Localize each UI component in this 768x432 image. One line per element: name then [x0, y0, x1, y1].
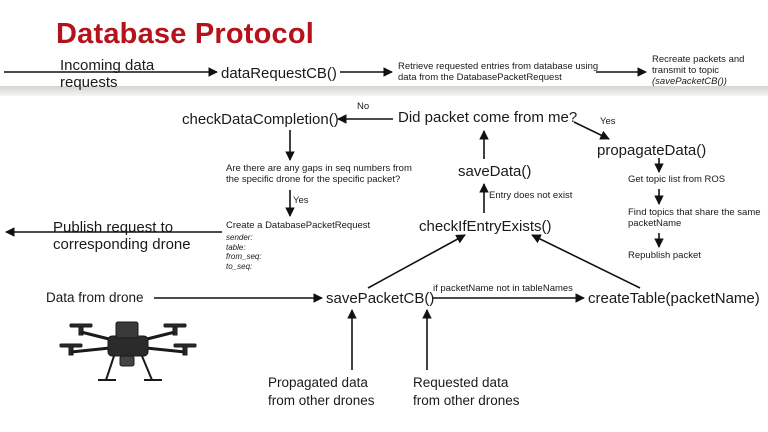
arrow-savepacket-to-check — [367, 234, 466, 289]
node-save-packet-cb: savePacketCB() — [326, 290, 435, 307]
node-check-if-entry-exists: checkIfEntryExists() — [419, 218, 552, 235]
drone-image — [59, 321, 197, 381]
arrow-createtable-to-check — [531, 234, 641, 289]
field-table: table: — [226, 242, 246, 252]
field-from-seq: from_seq: — [226, 252, 262, 262]
node-republish-packet: Republish packet — [628, 250, 701, 261]
node-data-from-drone: Data from drone — [46, 290, 144, 305]
request-fields: sender: table: from_seq: to_seq: — [226, 233, 262, 271]
node-data-request-cb: dataRequestCB() — [221, 65, 337, 82]
node-requested-data: Requested data from other drones — [413, 375, 520, 408]
arrow-did-to-propagate — [573, 121, 610, 140]
edge-label-yes-down: Yes — [293, 195, 309, 206]
node-retrieve-entries: Retrieve requested entries from database… — [398, 61, 599, 83]
node-create-request: Create a DatabasePacketRequest — [226, 220, 371, 231]
node-did-packet-come-from-me: Did packet come from me? — [398, 109, 578, 126]
node-recreate-packets: Recreate packets and transmit to topic (… — [652, 54, 762, 88]
node-propagated-data: Propagated data from other drones — [268, 375, 375, 408]
node-save-data: saveData() — [458, 163, 532, 180]
node-find-topics: Find topics that share the same packetNa… — [628, 207, 761, 229]
recreate-text: Recreate packets and transmit to topic — [652, 54, 745, 76]
node-check-data-completion: checkDataCompletion() — [182, 111, 339, 128]
slide-title: Database Protocol — [56, 18, 315, 50]
edge-label-entry-not-exist: Entry does not exist — [489, 190, 573, 201]
field-sender: sender: — [226, 233, 253, 242]
node-get-topic-list: Get topic list from ROS — [628, 174, 726, 185]
edge-label-yes-right: Yes — [600, 116, 616, 127]
recreate-topic: (savePacketCB()) — [652, 75, 727, 87]
node-incoming-requests: Incoming data requests — [60, 57, 155, 92]
header-divider — [0, 86, 768, 96]
field-to-seq: to_seq: — [226, 261, 253, 271]
node-gaps-question: Are there are any gaps in seq numbers fr… — [226, 163, 412, 185]
node-propagate-data: propagateData() — [597, 142, 707, 159]
edge-label-packetname-not-in: if packetName not in tableNames — [433, 283, 573, 294]
edge-label-no: No — [357, 101, 370, 112]
node-create-table: createTable(packetName) — [588, 290, 760, 307]
